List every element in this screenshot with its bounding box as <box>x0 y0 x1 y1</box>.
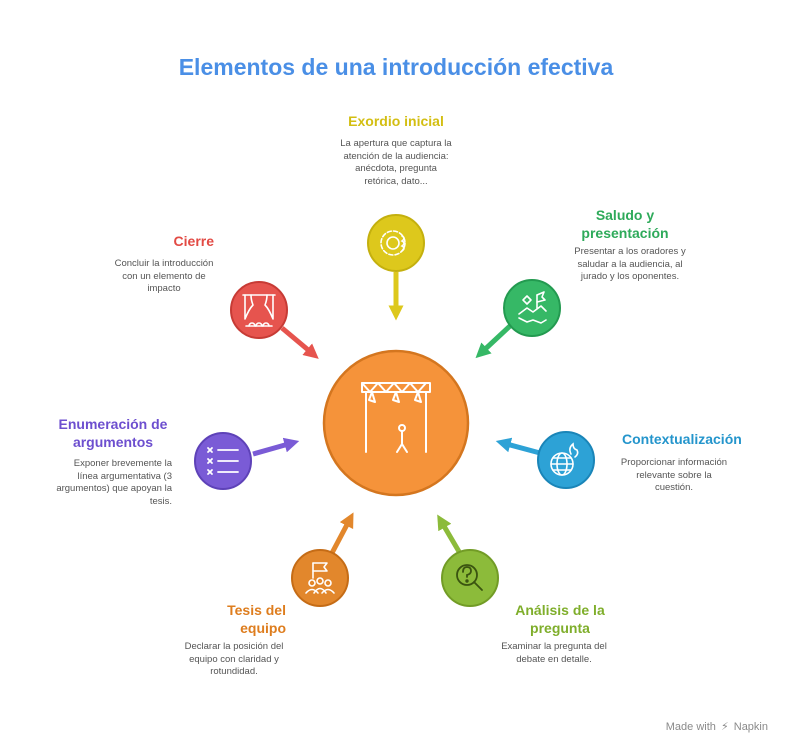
contexto-title: Contextualización <box>622 431 742 447</box>
exordio-desc: La apertura que captura la atención de l… <box>340 138 452 187</box>
made-with-label: Made with <box>665 721 716 733</box>
saludo-title: Saludo y presentación <box>581 207 669 241</box>
arrow-enumeracion <box>252 437 300 457</box>
handshake-flag-icon <box>518 291 547 324</box>
node-contexto <box>537 431 595 489</box>
curtain-icon <box>242 294 276 327</box>
arrow-cierre <box>280 326 319 359</box>
enumeracion-title: Enumeración de argumentos <box>58 416 168 450</box>
center-hub <box>322 349 470 497</box>
brain-gear-icon <box>380 230 406 256</box>
napkin-logo-icon: ⚡ <box>720 721 729 733</box>
list-icon <box>207 447 239 475</box>
tesis-desc: Declarar la posición del equipo con clar… <box>184 641 284 677</box>
node-saludo <box>503 279 561 337</box>
arrow-tesis <box>329 512 354 555</box>
node-exordio <box>367 214 425 272</box>
napkin-brand: Napkin <box>733 721 768 733</box>
team-flag-icon <box>305 562 335 594</box>
enumeracion-desc: Exponer brevemente la línea argumentativ… <box>56 458 172 507</box>
napkin-watermark: Made with ⚡ Napkin <box>666 720 768 733</box>
node-analisis <box>441 549 499 607</box>
node-cierre <box>230 281 288 339</box>
cierre-title: Cierre <box>173 233 214 249</box>
saludo-desc: Presentar a los oradores y saludar a la … <box>574 246 686 282</box>
exordio-title: Exordio inicial <box>348 113 444 129</box>
arrow-contexto <box>495 437 541 456</box>
analisis-title: Análisis de la pregunta <box>515 602 605 636</box>
cierre-desc: Concluir la introducción con un elemento… <box>114 258 214 294</box>
arrow-saludo <box>475 324 512 359</box>
analisis-desc: Examinar la pregunta del debate en detal… <box>501 641 607 665</box>
tesis-title: Tesis del equipo <box>227 602 286 636</box>
stage-icon <box>361 382 431 453</box>
globe-fire-icon <box>550 442 579 476</box>
node-tesis <box>291 549 349 607</box>
arrow-analisis <box>437 514 464 557</box>
node-enumeracion <box>194 432 252 490</box>
contexto-desc: Proporcionar información relevante sobre… <box>620 457 728 493</box>
question-magnifier-icon <box>456 564 483 591</box>
diagram-title: Elementos de una introducción efectiva <box>178 54 614 80</box>
